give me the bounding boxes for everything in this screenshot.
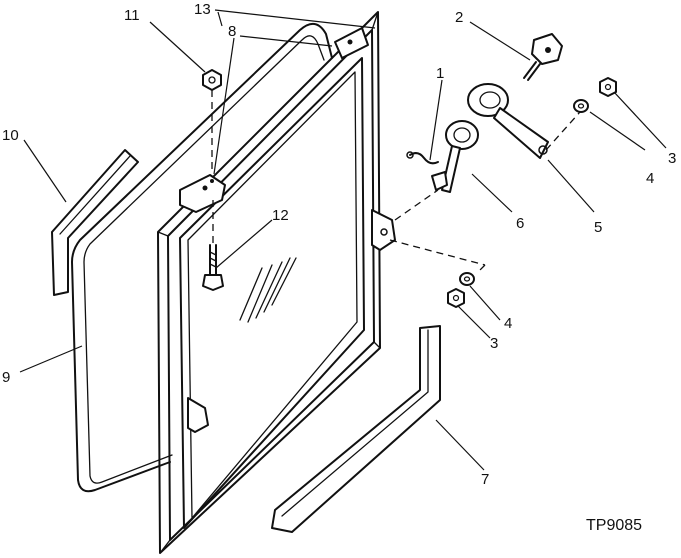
callout-8: 8 [228,23,236,40]
callout-3-upper: 3 [668,150,676,167]
frame-inner-channel [179,57,365,529]
glass-reflection [239,257,297,323]
washer-4-lower [459,272,475,286]
latch-handle [431,120,479,193]
callout-4-lower: 4 [504,315,512,332]
spring-pin [406,151,439,165]
nut-3-upper [599,77,617,97]
lower-strip [271,325,441,533]
callout-13: 13 [194,1,211,18]
channel-strip [51,149,139,296]
callout-4-upper: 4 [646,170,654,187]
assembly-lines [211,90,581,271]
callout-5: 5 [594,219,602,236]
left-hinge-plate [179,174,226,213]
leader-lines [19,9,667,471]
nut-3-lower [447,288,465,308]
window-frame [157,11,381,554]
window-seal [71,23,333,493]
nut-11 [202,69,222,91]
callout-10: 10 [2,127,19,144]
callout-2: 2 [455,9,463,26]
bolt-12 [202,244,224,291]
latch-bracket [371,209,396,251]
callout-7: 7 [481,471,489,488]
callout-6: 6 [516,215,524,232]
figure-code: TP9085 [586,517,642,534]
callout-1: 1 [436,65,444,82]
callout-11: 11 [124,7,140,24]
washer-4-upper [573,99,589,113]
top-hinge-plate [334,27,369,59]
lever-handle [467,83,549,159]
knob-2 [523,33,563,81]
callout-3-lower: 3 [490,335,498,352]
callout-12: 12 [272,207,289,224]
lower-hinge-bracket [187,397,209,433]
callout-9: 9 [2,369,10,386]
